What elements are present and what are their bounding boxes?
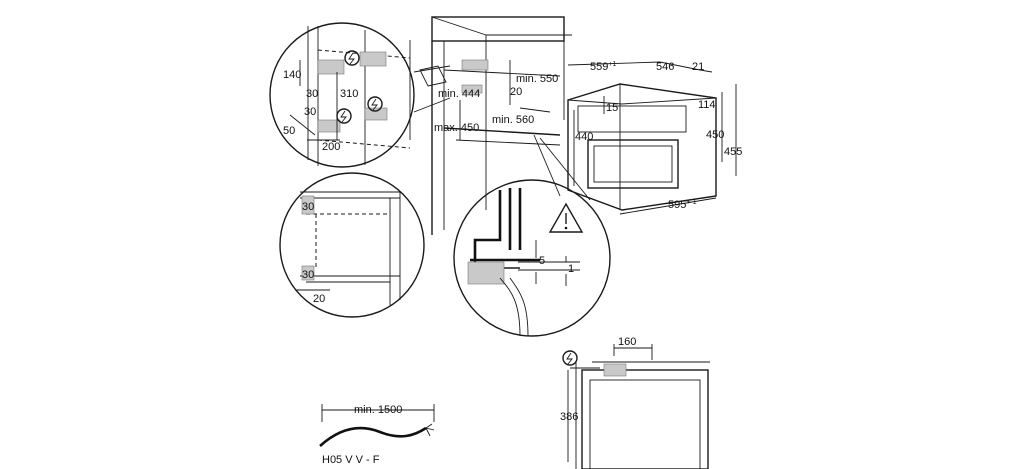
dim-140: 140 bbox=[283, 69, 301, 81]
dim-min-1500: min. 1500 bbox=[354, 404, 402, 416]
dim-200: 200 bbox=[322, 141, 340, 153]
rail-detail-circle bbox=[453, 179, 611, 337]
warning-triangle-icon bbox=[548, 202, 584, 233]
dim-114: 114 bbox=[698, 99, 716, 111]
dim-20-cabinet: 20 bbox=[510, 86, 522, 98]
socket-detail-circle bbox=[269, 22, 415, 168]
dim-min-560: min. 560 bbox=[492, 114, 534, 126]
dim-450: 450 bbox=[706, 129, 724, 141]
dim-559: 559+1 bbox=[590, 61, 616, 73]
dim-50: 50 bbox=[283, 125, 295, 137]
dim-30-lower-gap: 30 bbox=[302, 269, 314, 281]
power-socket-icon bbox=[562, 350, 578, 366]
power-socket-icon bbox=[344, 50, 360, 66]
power-socket-icon bbox=[336, 108, 352, 124]
side-view-drawing bbox=[562, 344, 710, 469]
dim-30-upper-gap: 30 bbox=[302, 201, 314, 213]
dim-546: 546 bbox=[656, 61, 674, 73]
oven-drawing bbox=[567, 61, 737, 215]
dim-455: 455 bbox=[724, 146, 742, 158]
cable-type-label: H05 V V - F bbox=[322, 454, 380, 466]
dim-max-450: max. 450 bbox=[434, 122, 479, 134]
dim-440: 440 bbox=[575, 131, 593, 143]
dim-5: 5 bbox=[539, 255, 545, 267]
dim-21: 21 bbox=[692, 61, 704, 73]
dim-20-gap: 20 bbox=[313, 293, 325, 305]
power-socket-icon bbox=[367, 96, 383, 112]
dim-30-top: 30 bbox=[306, 88, 318, 100]
dim-30-mid: 30 bbox=[304, 106, 316, 118]
gap-detail-circle bbox=[279, 172, 425, 318]
dim-min-550: min. 550 bbox=[516, 73, 558, 85]
dim-15: 15 bbox=[606, 102, 618, 114]
dim-min-444: min. 444 bbox=[438, 88, 480, 100]
cabinet-drawing bbox=[431, 16, 572, 235]
dim-310: 310 bbox=[340, 88, 358, 100]
dim-386: 386 bbox=[560, 411, 578, 423]
dim-160: 160 bbox=[618, 336, 636, 348]
dim-595: 595+-1 bbox=[668, 199, 697, 211]
cable-drawing bbox=[319, 404, 435, 447]
dim-1: 1 bbox=[568, 263, 574, 275]
